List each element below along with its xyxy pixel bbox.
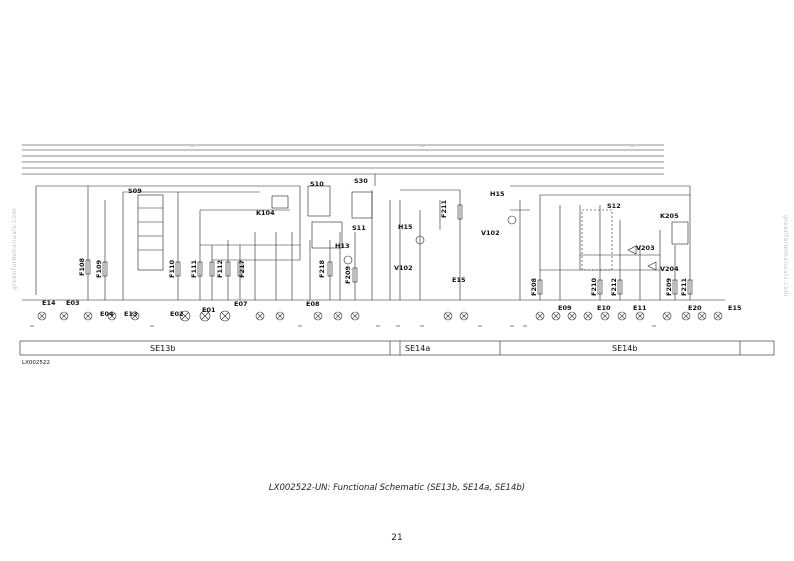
lamp-e08: E08 <box>306 300 320 308</box>
lamp-e11: E11 <box>633 304 647 312</box>
component-s11: S11 <box>352 224 366 232</box>
component-f211-middle: F211 <box>440 200 448 218</box>
lamp-e01: E01 <box>202 306 216 314</box>
fuse-f209-right: F209 <box>665 278 673 296</box>
component-v102-left: V102 <box>394 264 413 272</box>
lamp-e02: E02 <box>170 310 184 318</box>
component-k104: K104 <box>256 209 275 217</box>
lamp-e10: E10 <box>597 304 611 312</box>
lamp-e07: E07 <box>234 300 248 308</box>
lamp-e04: E04 <box>100 310 114 318</box>
page-number: 21 <box>391 533 403 543</box>
wire-tag: ····· <box>190 145 195 149</box>
wire-tag: ····· <box>420 145 425 149</box>
section-se14b: SE14b <box>612 344 637 353</box>
section-se14a: SE14a <box>405 344 430 353</box>
fuse-f111: F111 <box>190 260 198 278</box>
fuse-f109: F109 <box>95 260 103 278</box>
fuse-f218: F218 <box>318 260 326 278</box>
fuse-f212: F212 <box>610 278 618 296</box>
figure-caption: LX002522-UN: Functional Schematic (SE13b… <box>268 483 526 493</box>
fuse-f208: F208 <box>530 278 538 296</box>
fuse-f112: F112 <box>216 260 224 278</box>
component-v204: V204 <box>660 265 679 273</box>
component-h15-left: H15 <box>398 223 413 231</box>
lamp-e09: E09 <box>558 304 572 312</box>
diagram-code: LX002522 <box>22 360 50 366</box>
component-h13: H13 <box>335 242 350 250</box>
watermark-right: greenfarmmanuals.com <box>782 215 789 297</box>
fuse-f210: F210 <box>590 278 598 296</box>
section-se13b: SE13b <box>150 344 175 353</box>
component-k205: K205 <box>660 212 679 220</box>
lamp-e20: E20 <box>688 304 702 312</box>
component-s09: S09 <box>128 187 142 195</box>
component-h15-right: H15 <box>490 190 505 198</box>
fuse-f209: F209 <box>344 266 352 284</box>
fuse-f211-right: F211 <box>680 278 688 296</box>
component-s10: S10 <box>310 180 324 188</box>
lamp-e13: E13 <box>124 310 138 318</box>
fuse-f217: F217 <box>238 260 246 278</box>
lamp-e15-middle: E15 <box>452 276 466 284</box>
lamp-e14: E14 <box>42 299 56 307</box>
fuse-f110: F110 <box>168 260 176 278</box>
component-s30: S30 <box>354 177 368 185</box>
component-v203: V203 <box>636 244 655 252</box>
watermark-left: greenfarmmanuals.com <box>11 208 18 290</box>
fuse-f108: F108 <box>78 258 86 276</box>
lamp-e15-right: E15 <box>728 304 742 312</box>
lamp-e03: E03 <box>66 299 80 307</box>
component-v102-right: V102 <box>481 229 500 237</box>
component-s12: S12 <box>607 202 621 210</box>
wire-tag: ····· <box>630 145 635 149</box>
